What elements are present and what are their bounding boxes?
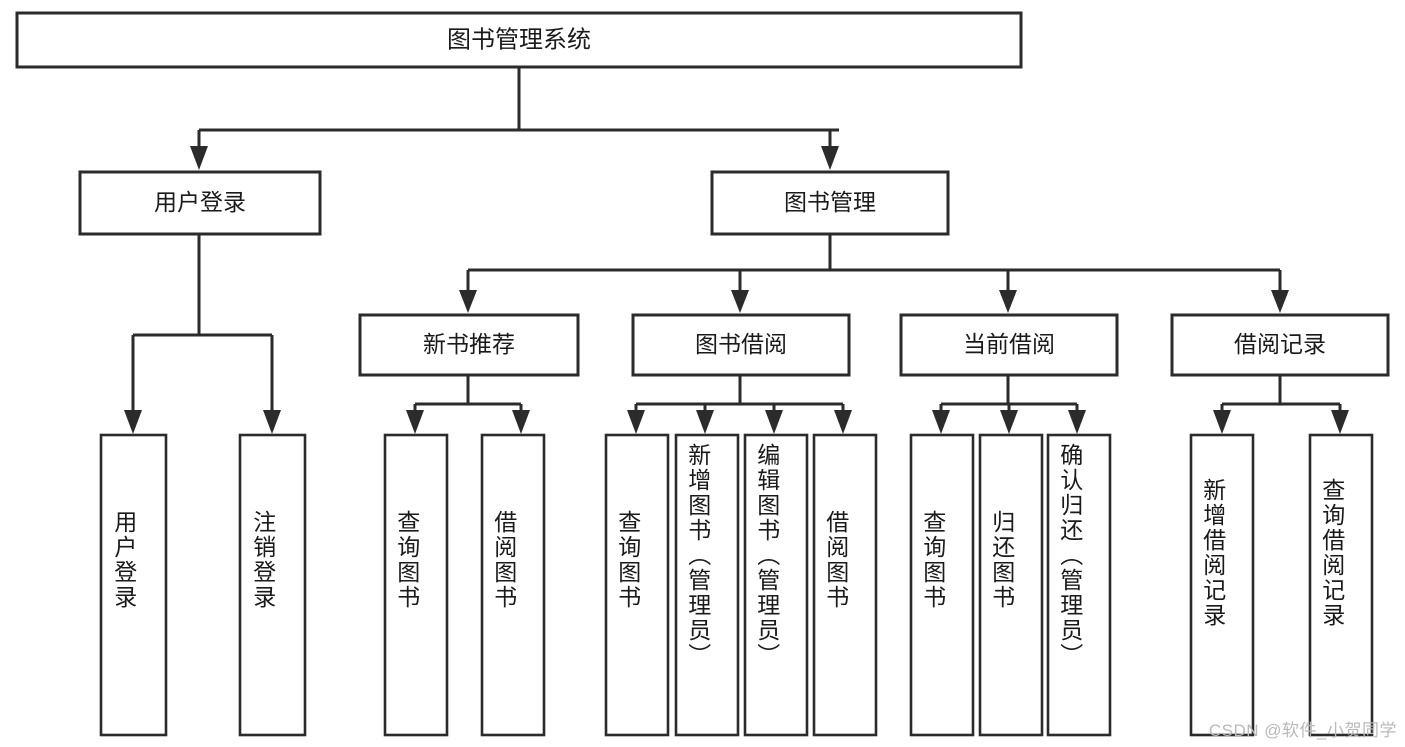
- arrowhead-borrow-edit-book: [765, 410, 783, 434]
- leaf-rec-borrow-book-box[interactable]: [480, 433, 546, 737]
- connectors-borrow-record-to-leaves: [1213, 375, 1349, 434]
- node-current-borrow[interactable]: 当前借阅: [899, 313, 1119, 377]
- node-borrow-record[interactable]: 借阅记录: [1170, 313, 1390, 377]
- node-book-manage-box[interactable]: [710, 170, 950, 236]
- arrowhead-user-login: [190, 146, 208, 170]
- connectors-new-book-recommend-to-leaves: [406, 375, 530, 434]
- node-book-manage-label: 图书管理: [784, 189, 876, 215]
- arrowhead-current-borrow: [999, 290, 1017, 313]
- node-root-label: 图书管理系统: [447, 26, 591, 53]
- leaf-current-return-book-box[interactable]: [978, 433, 1044, 737]
- node-root[interactable]: 图书管理系统: [15, 11, 1023, 69]
- leaf-borrow-edit-book-box[interactable]: [743, 433, 809, 737]
- leaf-borrow-borrow-book-box[interactable]: [812, 433, 878, 737]
- connectors-book-manage-to-level3: [459, 233, 1289, 313]
- arrowhead-borrow-record: [1271, 290, 1289, 313]
- connectors-user-login-to-leaves: [124, 235, 281, 434]
- leaf-current-query-book-box[interactable]: [909, 433, 975, 737]
- arrowhead-book-manage: [821, 146, 839, 170]
- leaf-rec-query-book-box[interactable]: [383, 433, 449, 737]
- arrowhead-rec-query-book: [406, 410, 424, 434]
- leaf-record-add-box[interactable]: [1189, 433, 1255, 737]
- node-borrow-record-label: 借阅记录: [1234, 331, 1326, 357]
- leaf-user-login-box[interactable]: [99, 433, 168, 737]
- leaf-current-confirm-return-box[interactable]: [1046, 433, 1112, 737]
- arrowhead-leaf-user-login: [124, 410, 142, 434]
- arrowhead-record-add: [1213, 410, 1231, 434]
- node-current-borrow-box[interactable]: [899, 313, 1119, 377]
- connectors-book-borrow-to-leaves: [627, 375, 852, 434]
- node-new-book-recommend[interactable]: 新书推荐: [358, 313, 580, 377]
- leaf-record-query-box[interactable]: [1308, 433, 1374, 737]
- node-book-manage[interactable]: 图书管理: [710, 170, 950, 236]
- arrowhead-book-borrow: [731, 290, 749, 313]
- node-user-login[interactable]: 用户登录: [78, 170, 322, 236]
- leaf-borrow-query-book-box[interactable]: [604, 433, 670, 737]
- connectors-current-borrow-to-leaves: [932, 375, 1086, 434]
- node-new-book-recommend-label: 新书推荐: [423, 331, 515, 357]
- arrowhead-current-confirm-return: [1068, 410, 1086, 434]
- arrowhead-rec-borrow-book: [512, 410, 530, 434]
- arrowhead-borrow-query-book: [627, 410, 645, 434]
- arrowhead-leaf-user-logout: [263, 410, 281, 434]
- arrowhead-current-query-book: [932, 410, 950, 434]
- node-root-box[interactable]: [15, 11, 1023, 69]
- node-borrow-record-box[interactable]: [1170, 313, 1390, 377]
- node-user-login-box[interactable]: [78, 170, 322, 236]
- node-book-borrow-label: 图书借阅: [695, 331, 787, 357]
- leaf-boxes: [99, 433, 1374, 737]
- leaf-borrow-add-book-box[interactable]: [674, 433, 740, 737]
- csdn-watermark: CSDN @软件_小贺同学: [1208, 721, 1397, 740]
- node-book-borrow-box[interactable]: [631, 313, 851, 377]
- node-current-borrow-label: 当前借阅: [963, 331, 1055, 357]
- leaf-user-logout-box[interactable]: [238, 433, 307, 737]
- arrowhead-borrow-add-book: [696, 410, 714, 434]
- connectors-root-to-level2: [190, 68, 839, 170]
- node-new-book-recommend-box[interactable]: [358, 313, 580, 377]
- node-book-borrow[interactable]: 图书借阅: [631, 313, 851, 377]
- arrowhead-new-book-recommend: [459, 290, 477, 313]
- node-user-login-label: 用户登录: [154, 189, 246, 215]
- arrowhead-current-return-book: [1000, 410, 1018, 434]
- arrowhead-borrow-borrow-book: [834, 410, 852, 434]
- arrowhead-record-query: [1331, 410, 1349, 434]
